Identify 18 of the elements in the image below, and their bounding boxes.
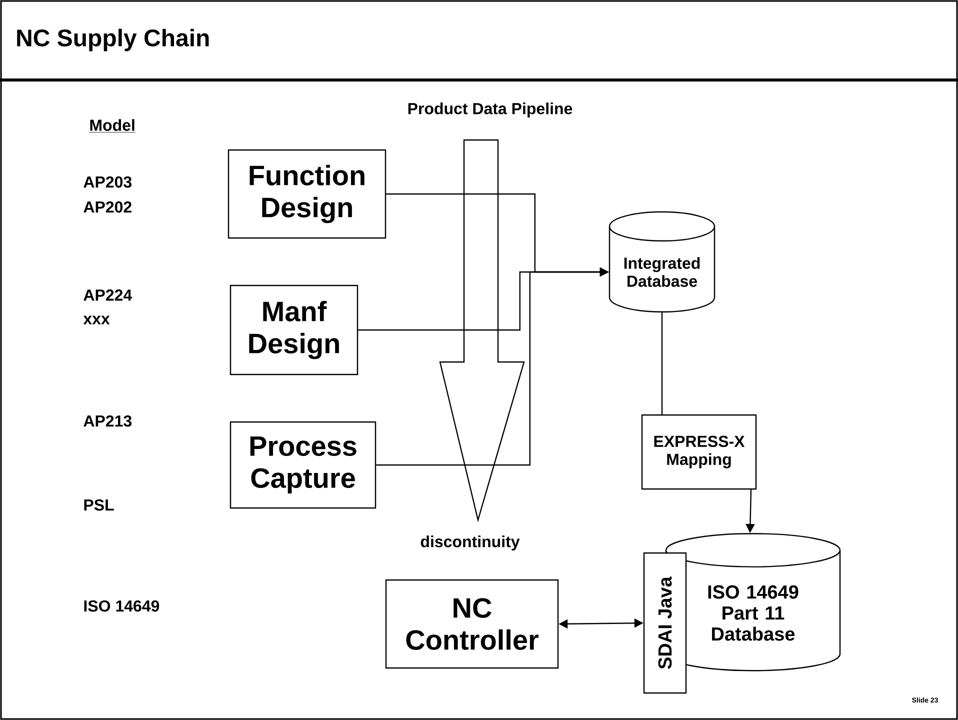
model-label: xxx	[83, 316, 110, 324]
pipeline-label: Product Data Pipeline	[408, 102, 572, 118]
process-box: NC Controller	[385, 579, 559, 669]
model-label: AP224	[84, 289, 132, 301]
process-box: Manf Design	[230, 284, 358, 376]
column-heading: Model	[89, 119, 136, 132]
database-cylinder: Integrated Database	[608, 211, 716, 313]
process-box: EXPRESS-X Mapping	[641, 414, 757, 490]
process-box: Function Design	[228, 149, 386, 239]
discontinuity-label: discontinuity	[420, 536, 520, 550]
model-label: PSL	[84, 499, 114, 511]
model-label: AP213	[84, 415, 132, 427]
model-label: AP203	[84, 176, 132, 188]
model-label: ISO 14649	[84, 600, 160, 612]
slide-title: NC Supply Chain	[17, 28, 209, 52]
model-label: AP202	[84, 201, 132, 213]
process-box: Process Capture	[230, 421, 376, 509]
interface-box: SDAI Java	[643, 552, 687, 694]
